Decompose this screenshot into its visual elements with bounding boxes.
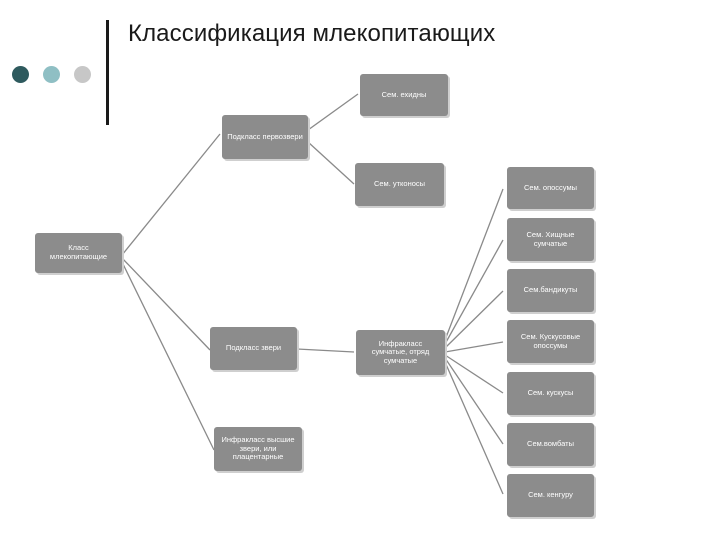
connector-line — [444, 239, 504, 345]
node-possums: Сем. Кускусовые опоссумы — [507, 320, 594, 363]
node-predatory-marsupials: Сем. Хищные сумчатые — [507, 218, 594, 261]
accent-dot-dark — [12, 66, 29, 83]
connector-line — [307, 141, 355, 185]
node-bandicoots: Сем.бандикуты — [507, 269, 594, 312]
node-marsupials: Инфракласс сумчатые, отряд сумчатые — [356, 330, 445, 375]
connector-line — [444, 341, 504, 353]
connector-line — [296, 348, 355, 353]
connector-line — [307, 93, 359, 131]
page-title: Классификация млекопитающих — [128, 20, 496, 47]
title-divider — [106, 20, 109, 125]
node-cuscuses: Сем. кускусы — [507, 372, 594, 415]
connector-line — [444, 354, 504, 394]
connector-line — [121, 261, 215, 451]
connector-line — [444, 361, 504, 495]
node-platypuses: Сем. утконосы — [355, 163, 444, 206]
connector-line — [121, 133, 221, 256]
connector-line — [121, 257, 211, 351]
node-opossums: Сем. опоссумы — [507, 167, 594, 209]
connector-line — [444, 290, 504, 349]
node-kangaroos: Сем. кенгуру — [507, 474, 594, 517]
node-prototheria: Подкласс первозвери — [222, 115, 308, 159]
connector-line — [444, 357, 504, 445]
accent-dot-gray — [74, 66, 91, 83]
node-wombats: Сем.вомбаты — [507, 423, 594, 466]
node-theria: Подкласс звери — [210, 327, 297, 370]
node-mammals-class: Класс млекопитающие — [35, 233, 122, 273]
connector-line — [444, 188, 504, 341]
node-echidnas: Сем. ехидны — [360, 74, 448, 116]
node-placentals: Инфракласс высшие звери, или плацентарны… — [214, 427, 302, 471]
accent-dot-light — [43, 66, 60, 83]
